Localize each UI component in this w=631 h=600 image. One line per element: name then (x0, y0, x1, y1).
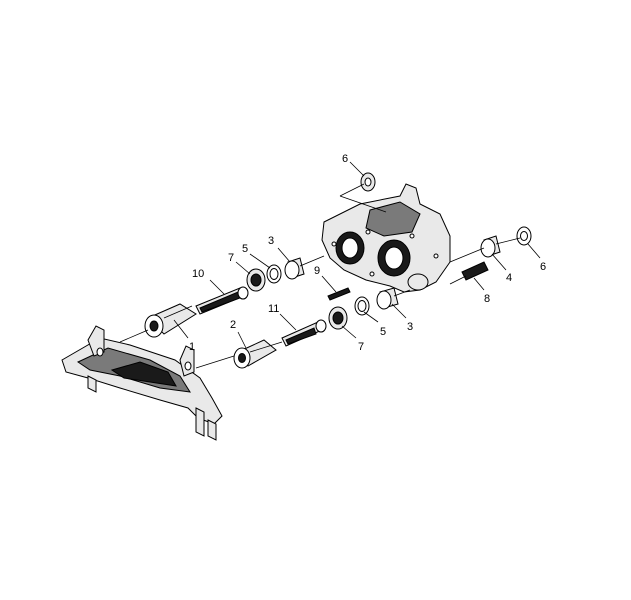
spring-8 (461, 261, 489, 281)
sleeve-1 (144, 303, 197, 338)
callout-9: 9 (314, 265, 320, 277)
sleeve-2 (233, 339, 277, 369)
shaft-10 (195, 286, 249, 315)
housing (321, 183, 451, 293)
bearing-7-lower (328, 306, 348, 330)
cap-6-upper (360, 172, 376, 192)
callout-2: 2 (230, 319, 236, 331)
callout-7-lower: 7 (358, 341, 364, 353)
pin-9 (327, 287, 351, 301)
callout-11: 11 (268, 303, 279, 315)
ring-5-upper (266, 264, 282, 284)
callout-6-right: 6 (540, 261, 546, 273)
assembly-lines (119, 237, 521, 369)
carrier-bracket (61, 325, 223, 441)
callout-5-upper: 5 (242, 243, 248, 255)
race-3-upper (284, 257, 305, 280)
callout-7-upper: 7 (228, 252, 234, 264)
callout-1: 1 (189, 341, 195, 353)
callout-5-lower: 5 (380, 326, 386, 338)
callout-4: 4 (506, 272, 512, 284)
callouts: 1 2 3 3 4 5 5 6 6 7 7 8 9 10 11 (189, 153, 546, 353)
callout-8: 8 (484, 293, 490, 305)
shaft-11 (281, 319, 327, 347)
leader-lines (173, 161, 541, 349)
bearing-7-upper (246, 268, 266, 292)
callout-6-upper: 6 (342, 153, 348, 165)
race-3-lower (376, 287, 399, 310)
ring-5-lower (354, 296, 370, 316)
callout-3-lower: 3 (407, 321, 413, 333)
callout-3-upper: 3 (268, 235, 274, 247)
race-4 (480, 235, 501, 258)
cap-6-right (516, 226, 532, 246)
callout-10: 10 (192, 268, 204, 280)
